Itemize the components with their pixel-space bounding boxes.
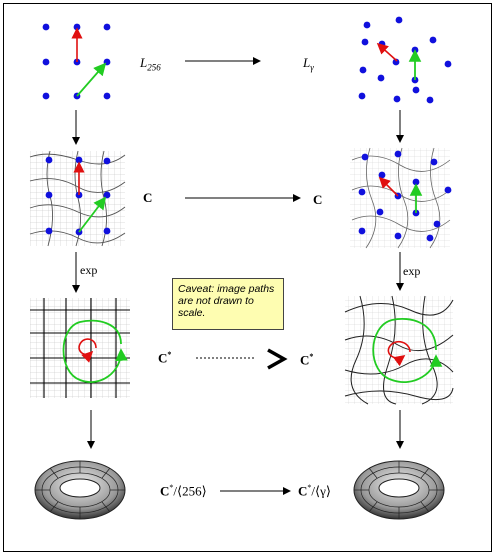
cstar-grid-left bbox=[30, 298, 130, 398]
label-cstar-right: C* bbox=[300, 352, 314, 368]
cstar-grid-right bbox=[344, 295, 454, 405]
arrows bbox=[72, 57, 404, 495]
square-lattice-left bbox=[42, 23, 111, 100]
caveat-note: Caveat: image paths are not drawn to sca… bbox=[172, 278, 284, 330]
hex-lattice-right bbox=[358, 16, 452, 104]
label-c-right: C bbox=[313, 192, 323, 207]
label-quotient-left: C*/⟨256⟩ bbox=[160, 483, 207, 499]
label-exp-right: exp bbox=[403, 264, 421, 278]
label-quotient-right: C*/⟨γ⟩ bbox=[298, 483, 331, 499]
label-cstar-left: C* bbox=[158, 350, 172, 366]
red-vector bbox=[376, 42, 398, 62]
label-exp-left: exp bbox=[80, 263, 98, 277]
green-loop bbox=[62, 319, 128, 383]
arrow-cstar-head bbox=[267, 348, 288, 370]
warped-grid-right bbox=[350, 147, 452, 249]
label-c-left: C bbox=[143, 190, 153, 205]
torus-right bbox=[353, 460, 445, 520]
green-vector bbox=[76, 62, 107, 97]
label-lattice-right: Lγ bbox=[303, 55, 314, 73]
label-lattice-left: L256 bbox=[140, 55, 161, 73]
figure-frame bbox=[3, 3, 492, 552]
red-loop bbox=[78, 338, 97, 363]
torus-left bbox=[34, 460, 126, 520]
warped-grid-left bbox=[29, 150, 126, 247]
